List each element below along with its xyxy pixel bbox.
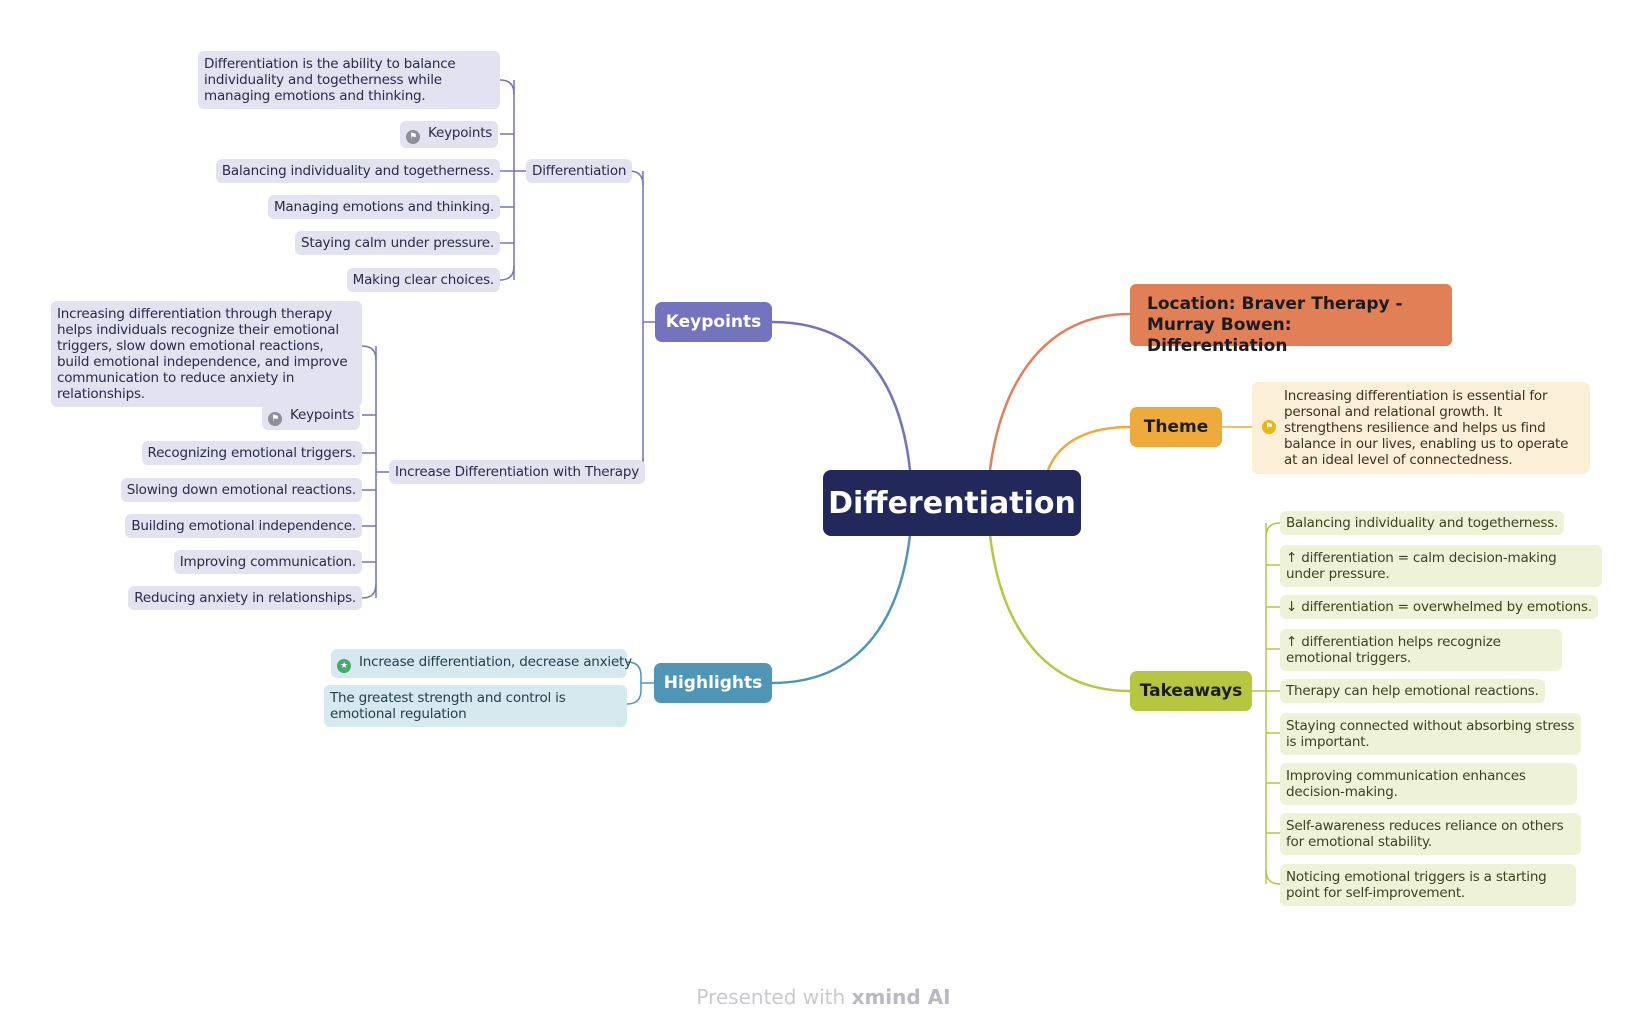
differentiation-definition-text: Differentiation is the ability to balanc…	[204, 56, 456, 104]
therapy-subtopic-label: Increase Differentiation with Therapy	[395, 464, 639, 480]
takeaway-item[interactable]: Improving communication enhances decisio…	[1280, 763, 1577, 805]
takeaway-item[interactable]: ↑ differentiation helps recognize emotio…	[1280, 629, 1562, 671]
takeaway-item-label: Staying connected without absorbing stre…	[1286, 718, 1575, 750]
therapy-item[interactable]: Reducing anxiety in relationships.	[128, 586, 362, 610]
takeaway-item[interactable]: ↑ differentiation = calm decision-making…	[1280, 545, 1602, 587]
footer-brand: xmind AI	[851, 985, 951, 1009]
therapy-keypoints-marker[interactable]: ⚑ Keypoints	[262, 403, 361, 430]
takeaway-item-label: Improving communication enhances decisio…	[1286, 768, 1526, 800]
takeaway-item[interactable]: Self-awareness reduces reliance on other…	[1280, 813, 1581, 855]
keypoints-topic-label: Keypoints	[665, 312, 762, 332]
theme-text-body: Increasing differentiation is essential …	[1284, 388, 1569, 468]
differentiation-definition[interactable]: Differentiation is the ability to balanc…	[198, 51, 500, 109]
takeaway-item[interactable]: Staying connected without absorbing stre…	[1280, 713, 1581, 755]
location-topic[interactable]: Location: Braver Therapy - Murray Bowen:…	[1130, 284, 1452, 356]
takeaways-topic[interactable]: Takeaways	[1130, 671, 1252, 711]
highlight-item-label: Increase differentiation, decrease anxie…	[359, 654, 632, 670]
takeaway-item[interactable]: ↓ differentiation = overwhelmed by emoti…	[1280, 595, 1598, 619]
therapy-item-label: Slowing down emotional reactions.	[126, 482, 356, 498]
differentiation-keypoints-marker[interactable]: ⚑ Keypoints	[400, 121, 499, 148]
flag-icon: ⚑	[406, 130, 420, 144]
highlight-item[interactable]: The greatest strength and control is emo…	[324, 685, 627, 727]
footer-watermark: Presented with xmind AI	[0, 985, 1647, 1009]
highlight-item[interactable]: ★ Increase differentiation, decrease anxi…	[331, 649, 632, 678]
differentiation-subtopic[interactable]: Differentiation	[526, 159, 633, 183]
therapy-item[interactable]: Building emotional independence.	[125, 514, 362, 538]
takeaway-item-label: Self-awareness reduces reliance on other…	[1286, 818, 1564, 850]
takeaway-item-label: Therapy can help emotional reactions.	[1286, 683, 1539, 699]
takeaway-item-label: Balancing individuality and togetherness…	[1286, 515, 1559, 531]
therapy-subtopic[interactable]: Increase Differentiation with Therapy	[389, 460, 645, 484]
therapy-item-label: Improving communication.	[179, 554, 356, 570]
takeaway-item-label: ↑ differentiation = calm decision-making…	[1286, 550, 1557, 582]
location-topic-label: Location: Braver Therapy - Murray Bowen:…	[1147, 294, 1403, 356]
differentiation-item[interactable]: Staying calm under pressure.	[294, 231, 500, 255]
takeaway-item[interactable]: Balancing individuality and togetherness…	[1280, 511, 1565, 535]
differentiation-keypoints-label: Keypoints	[428, 125, 493, 141]
differentiation-item-label: Managing emotions and thinking.	[273, 199, 494, 215]
differentiation-item-label: Balancing individuality and togetherness…	[221, 163, 494, 179]
root-topic[interactable]: Differentiation	[823, 470, 1081, 536]
differentiation-item[interactable]: Managing emotions and thinking.	[267, 195, 500, 219]
theme-topic-label: Theme	[1143, 417, 1209, 437]
therapy-definition[interactable]: Increasing differentiation through thera…	[51, 301, 362, 407]
takeaway-item-label: ↑ differentiation helps recognize emotio…	[1286, 634, 1501, 666]
takeaway-item-label: Noticing emotional triggers is a startin…	[1286, 869, 1547, 901]
takeaway-item-label: ↓ differentiation = overwhelmed by emoti…	[1286, 599, 1592, 615]
highlights-topic[interactable]: Highlights	[654, 663, 772, 703]
footer-prefix: Presented with	[696, 985, 852, 1009]
flag-icon: ⚑	[268, 412, 282, 426]
therapy-item-label: Reducing anxiety in relationships.	[134, 590, 356, 606]
differentiation-item-label: Staying calm under pressure.	[300, 235, 494, 251]
takeaway-item[interactable]: Noticing emotional triggers is a startin…	[1280, 864, 1576, 906]
therapy-item-label: Building emotional independence.	[131, 518, 356, 534]
bulb-icon: ⚑	[1262, 420, 1276, 434]
theme-text[interactable]: ⚑ Increasing differentiation is essentia…	[1252, 382, 1590, 474]
therapy-definition-text: Increasing differentiation through thera…	[57, 306, 348, 402]
highlights-topic-label: Highlights	[663, 673, 763, 693]
theme-topic[interactable]: Theme	[1130, 407, 1222, 447]
highlight-item-label: The greatest strength and control is emo…	[330, 690, 566, 722]
therapy-item[interactable]: Slowing down emotional reactions.	[120, 478, 362, 502]
therapy-item[interactable]: Recognizing emotional triggers.	[141, 441, 362, 465]
takeaway-item[interactable]: Therapy can help emotional reactions.	[1280, 679, 1545, 703]
therapy-item-label: Recognizing emotional triggers.	[147, 445, 357, 461]
differentiation-item[interactable]: Making clear choices.	[346, 268, 500, 292]
therapy-keypoints-label: Keypoints	[290, 407, 355, 423]
differentiation-subtopic-label: Differentiation	[532, 163, 627, 179]
keypoints-topic[interactable]: Keypoints	[655, 302, 772, 342]
therapy-item[interactable]: Improving communication.	[173, 550, 362, 574]
differentiation-item[interactable]: Balancing individuality and togetherness…	[215, 159, 500, 183]
differentiation-item-label: Making clear choices.	[352, 272, 495, 288]
takeaways-topic-label: Takeaways	[1139, 681, 1243, 701]
star-icon: ★	[337, 659, 351, 673]
root-topic-label: Differentiation	[828, 485, 1076, 521]
